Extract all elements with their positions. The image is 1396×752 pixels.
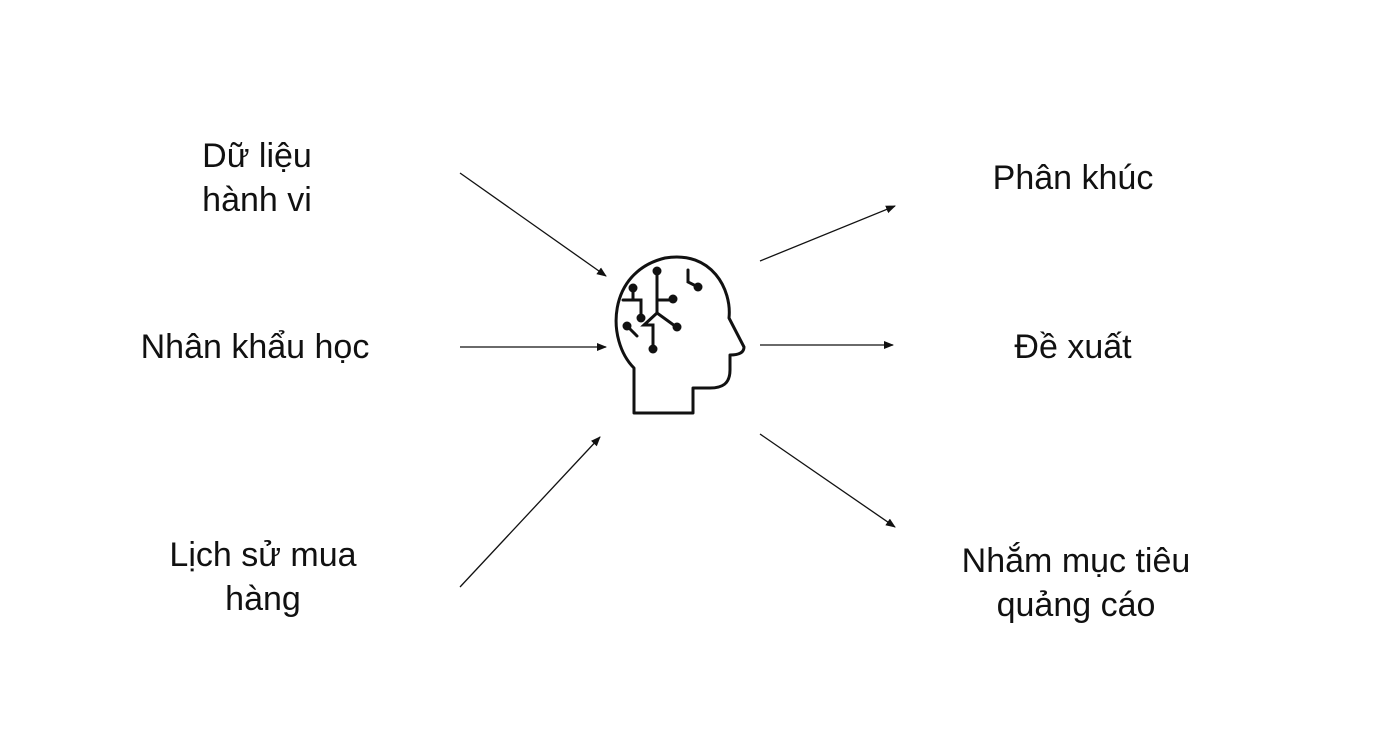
output-label-recommendation: Đề xuất [973, 325, 1173, 369]
output-label-line: Phân khúc [992, 159, 1154, 197]
output-label-segmentation: Phân khúc [948, 156, 1198, 200]
arrow-output-ad-targeting [759, 433, 896, 528]
input-label-demographics: Nhân khẩu học [105, 325, 405, 369]
output-label-line: Đề xuất [1014, 328, 1132, 366]
input-label-purchase-history: Lịch sử mua hàng [138, 533, 388, 621]
input-label-line: hàng [225, 580, 301, 618]
output-label-line: quảng cáo [996, 586, 1156, 624]
input-label-line: Nhân khẩu học [140, 328, 370, 366]
ai-brain-head-icon [614, 255, 746, 415]
input-label-line: Dữ liệu [202, 137, 312, 175]
output-label-ad-targeting: Nhắm mục tiêu quảng cáo [926, 539, 1226, 627]
arrow-input-behavior-data [459, 172, 607, 277]
input-label-line: Lịch sử mua [169, 536, 357, 574]
output-label-line: Nhắm mục tiêu [961, 542, 1191, 580]
input-label-line: hành vi [202, 181, 312, 219]
input-label-behavior-data: Dữ liệu hành vi [157, 134, 357, 222]
arrow-output-segmentation [759, 205, 896, 262]
arrow-input-purchase-history [459, 436, 601, 588]
